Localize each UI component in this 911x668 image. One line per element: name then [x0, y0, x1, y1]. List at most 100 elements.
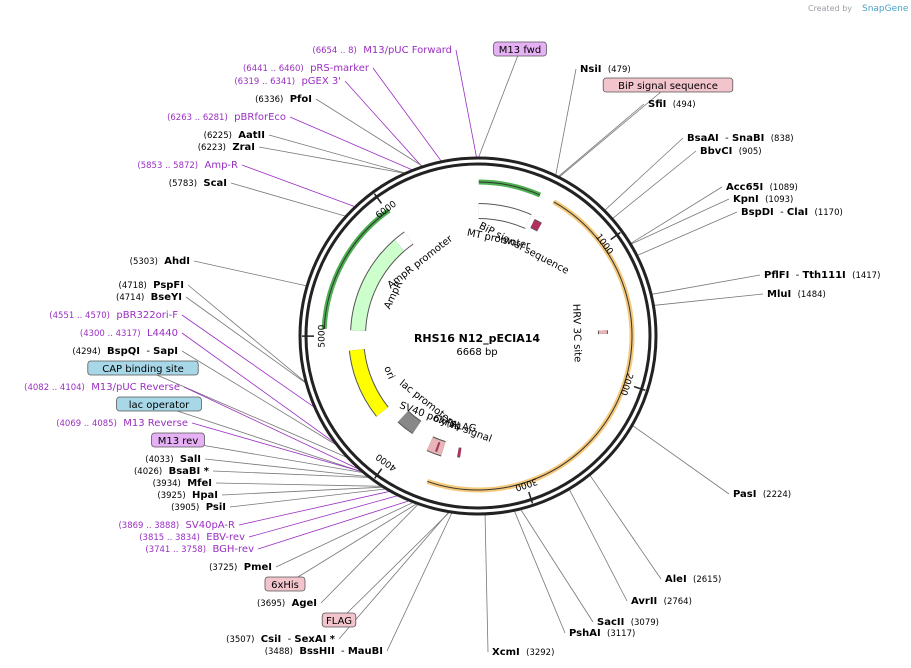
site-label: (5783) ScaI: [169, 178, 227, 189]
label-position: (3869 .. 3888): [118, 521, 179, 531]
leader-line: [187, 284, 307, 384]
label-position: (2615): [693, 575, 721, 585]
label-name: AhdI: [164, 256, 190, 267]
tick-label: 5000: [317, 324, 327, 347]
feature-box-label: CAP binding site: [102, 364, 184, 375]
label-partner: SnaBI: [732, 133, 764, 144]
site-label: PasI (2224): [733, 489, 791, 500]
site-label: (4294) BspQI - SapI: [72, 346, 178, 357]
label-name: SacII: [597, 617, 624, 628]
label-position: (3695): [257, 599, 285, 609]
site-label: Acc65I (1089): [726, 182, 798, 193]
feature-box: [264, 576, 306, 592]
feature-label: FLAG: [450, 420, 477, 435]
primer-label: (3869 .. 3888) SV40pA-R: [118, 520, 235, 531]
site-label: AleI (2615): [665, 574, 721, 585]
leader-line: [191, 422, 364, 473]
feature-label: HRV 3C site: [570, 304, 583, 363]
leader-line: [558, 85, 669, 178]
label-position: (6263 .. 6281): [167, 113, 228, 123]
feature-box: [493, 41, 547, 57]
leader-line: [212, 470, 371, 478]
tick-label: 3000: [513, 476, 538, 493]
site-label: (3725) PmeI: [209, 562, 272, 573]
leader-line: [257, 500, 411, 550]
leader-line: [181, 332, 337, 445]
site-label: (5303) AhdI: [130, 256, 190, 267]
leader-line: [221, 486, 384, 496]
leader-line: [183, 386, 362, 471]
leader-line: [513, 510, 566, 634]
feature-box: [116, 396, 202, 412]
label-name: BGH-rev: [212, 544, 254, 555]
site-label: (4714) BseYI: [116, 292, 182, 303]
label-position: (838): [771, 134, 794, 144]
leader-line: [181, 314, 316, 409]
leader-line: [229, 488, 387, 508]
leader-line: [455, 49, 478, 159]
leader-line: [477, 49, 521, 159]
label-name: NsiI: [580, 64, 601, 75]
leader-line: [241, 164, 356, 208]
leader-line: [338, 511, 450, 640]
label-name: AatII: [238, 130, 265, 141]
label-name: AvrII: [631, 596, 657, 607]
label-position: (4069 .. 4085): [56, 419, 117, 429]
leader-line: [315, 98, 424, 167]
site-label: NsiI (479): [580, 64, 631, 75]
label-name: AgeI: [292, 598, 317, 609]
primer-label: (6319 .. 6341) pGEX 3': [234, 76, 341, 87]
site-label: PshAI (3117): [569, 628, 635, 639]
leader-line: [185, 296, 307, 384]
primer-label: (6654 .. 8) M13/pUC Forward: [312, 45, 452, 56]
primer-label: (6441 .. 6460) pRS-marker: [243, 63, 370, 74]
leader-line: [142, 368, 349, 459]
label-position: (1170): [815, 208, 843, 218]
label-name: EBV-rev: [206, 532, 245, 543]
leader-line: [604, 137, 684, 211]
label-name: pRS-marker: [310, 63, 370, 74]
label-position: (1089): [770, 183, 798, 193]
label-position: (3117): [607, 629, 635, 639]
label-position: (3741 .. 3758): [145, 545, 206, 555]
orf-arc-line: [427, 201, 633, 491]
site-label: XcmI (3292): [492, 647, 554, 658]
label-position: (3079): [631, 618, 659, 628]
label-name: pBRforEco: [234, 112, 286, 123]
label-name: PmeI: [244, 562, 272, 573]
feature-box-label: 6xHis: [271, 580, 299, 591]
label-name: AleI: [665, 574, 687, 585]
primer-label: (4069 .. 4085) M13 Reverse: [56, 418, 188, 429]
tick-label: 1000: [593, 232, 615, 257]
site-label: PflFI - Tth111I (1417): [764, 270, 880, 281]
feature-arrow: [530, 219, 542, 231]
label-position: (3925): [157, 491, 185, 501]
leader-line: [611, 150, 697, 220]
label-position: (5783): [169, 179, 197, 189]
leader-line: [284, 503, 418, 586]
feature-box-label: FLAG: [326, 616, 352, 627]
leader-line: [589, 474, 662, 580]
leader-line: [320, 503, 419, 604]
leader-line: [181, 350, 339, 447]
label-position: (4718): [119, 281, 147, 291]
site-label: BsaAI - SnaBI (838): [687, 133, 794, 144]
site-label: (6336) PfoI: [255, 94, 312, 105]
leader-line: [258, 146, 406, 174]
label-position: (4714): [116, 293, 144, 303]
feature-box-label: lac operator: [129, 400, 190, 411]
site-label: (4718) PspFI: [119, 280, 184, 291]
site-label: MluI (1484): [767, 289, 826, 300]
label-position: (905): [739, 147, 762, 157]
site-label: (3905) PsiI: [171, 502, 226, 513]
leader-line: [372, 67, 443, 162]
label-name: SalI: [180, 454, 201, 465]
feature-arrow: [435, 442, 440, 452]
label-name: BsaAI: [687, 133, 719, 144]
label-position: (6319 .. 6341): [234, 77, 295, 87]
label-position: (6441 .. 6460): [243, 64, 304, 74]
label-name: pBR322ori-F: [116, 310, 178, 321]
label-position: (4300 .. 4317): [80, 329, 141, 339]
site-label: BbvCI (905): [700, 146, 762, 157]
label-position: (4026): [134, 467, 162, 477]
